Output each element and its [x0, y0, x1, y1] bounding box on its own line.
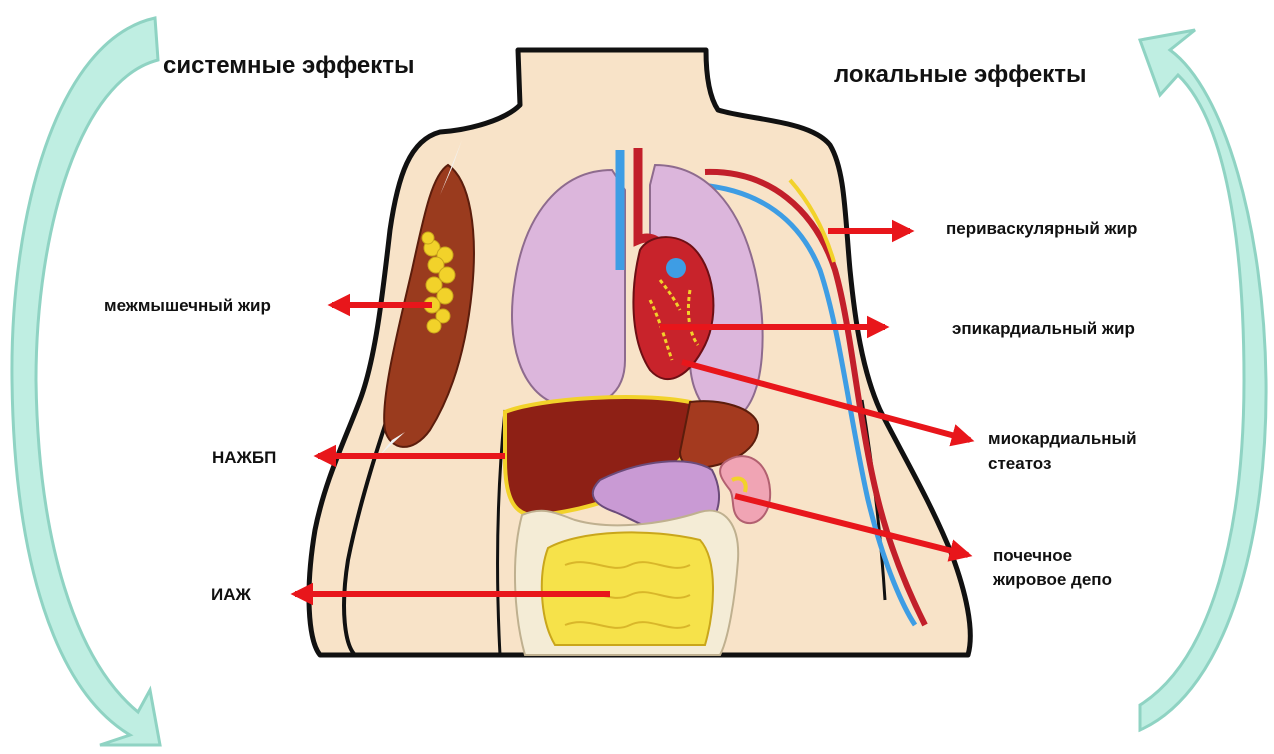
renal-fat-depot-label-line1: почечное	[993, 545, 1072, 566]
local-effects-heading: локальные эффекты	[834, 61, 1087, 89]
epicardial-fat-label: эпикардиальный жир	[952, 318, 1135, 339]
renal-fat-depot-label-line2: жировое депо	[993, 569, 1112, 590]
perivascular-fat-label: периваскулярный жир	[946, 218, 1137, 239]
nafld-label: НАЖБП	[212, 447, 276, 468]
right-cycle-arrow	[1140, 30, 1266, 730]
left-cycle-arrow	[12, 18, 160, 745]
intermuscular-fat-label: межмышечный жир	[104, 295, 271, 316]
small-intestine	[542, 532, 713, 645]
vat-label: ИАЖ	[211, 584, 251, 605]
myocardial-steatosis-label-line1: миокардиальный	[988, 428, 1137, 449]
systemic-effects-heading: системные эффекты	[163, 52, 415, 80]
myocardial-steatosis-label-line2: стеатоз	[988, 453, 1051, 474]
